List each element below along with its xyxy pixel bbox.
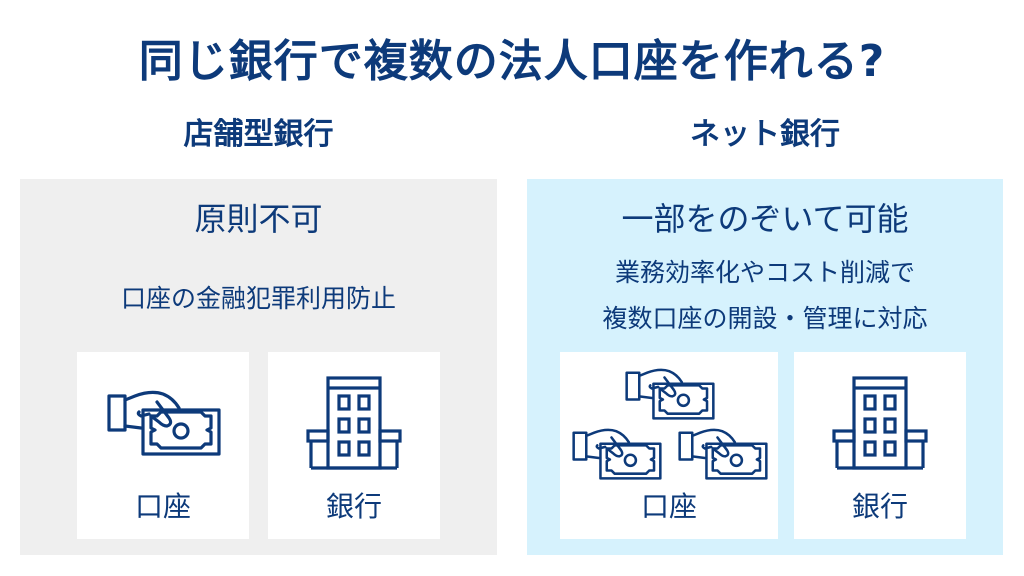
online-bank-reason-line-2: 複数口座の開設・管理に対応 <box>602 304 928 333</box>
bank-building-icon <box>306 376 402 470</box>
online-bank-reason-line-1: 業務効率化やコスト削減で <box>614 258 915 287</box>
hand-money-icon <box>572 428 662 480</box>
hand-money-icon <box>107 390 221 456</box>
bank-label: 銀行 <box>851 490 908 523</box>
branch-bank-verdict: 原則不可 <box>194 200 323 238</box>
bank-label: 銀行 <box>325 490 382 523</box>
account-card: 口座 <box>77 352 249 539</box>
bank-card: 銀行 <box>794 352 966 539</box>
account-label: 口座 <box>134 490 191 523</box>
online-bank-verdict: 一部をのぞいて可能 <box>621 200 909 238</box>
account-label: 口座 <box>640 490 697 523</box>
branch-bank-panel: 原則不可 口座の金融犯罪利用防止 口座 銀行 <box>20 179 497 555</box>
heading-branch-bank: 店舗型銀行 <box>183 117 334 152</box>
page-title: 同じ銀行で複数の法人口座を作れる? <box>138 36 886 87</box>
hand-money-icon <box>678 428 768 480</box>
bank-building-icon <box>832 376 928 470</box>
hand-money-icon <box>625 368 715 420</box>
multiple-accounts-card: 口座 <box>560 352 778 539</box>
branch-bank-reason: 口座の金融犯罪利用防止 <box>120 284 396 313</box>
online-bank-panel: 一部をのぞいて可能 業務効率化やコスト削減で 複数口座の開設・管理に対応 口座 … <box>527 179 1003 555</box>
heading-online-bank: ネット銀行 <box>690 117 840 152</box>
bank-card: 銀行 <box>268 352 440 539</box>
